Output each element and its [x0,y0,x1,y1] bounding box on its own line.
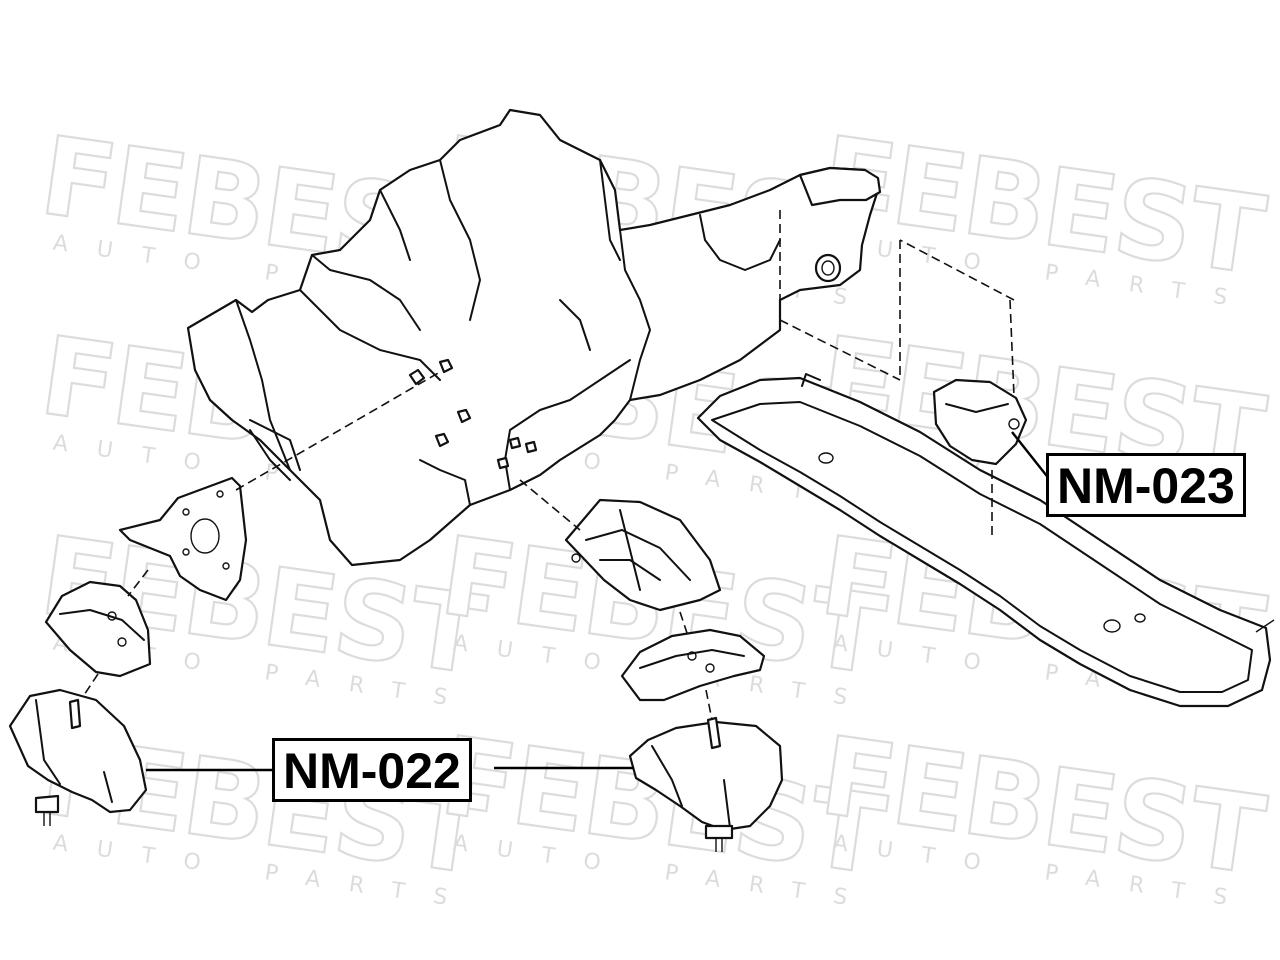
rear-transmission-mount [779,210,1028,540]
engine-transmission-assembly [186,108,882,567]
callout-leaders [146,431,1051,772]
watermark-logo: FEBEST AUTO PARTS [813,713,1274,915]
transmission-crossmember [696,373,1275,708]
right-engine-bracket [519,479,722,637]
part-label-nm022[interactable]: NM-022 [272,738,472,802]
right-engine-mount [628,716,784,852]
left-engine-bracket [118,371,441,602]
watermark-logo: FEBEST AUTO PARTS [813,113,1274,315]
leader-line-nm023 [1011,431,1051,481]
left-engine-mount [8,688,148,826]
part-label-nm023[interactable]: NM-023 [1046,453,1246,517]
right-heat-shield [620,628,766,721]
